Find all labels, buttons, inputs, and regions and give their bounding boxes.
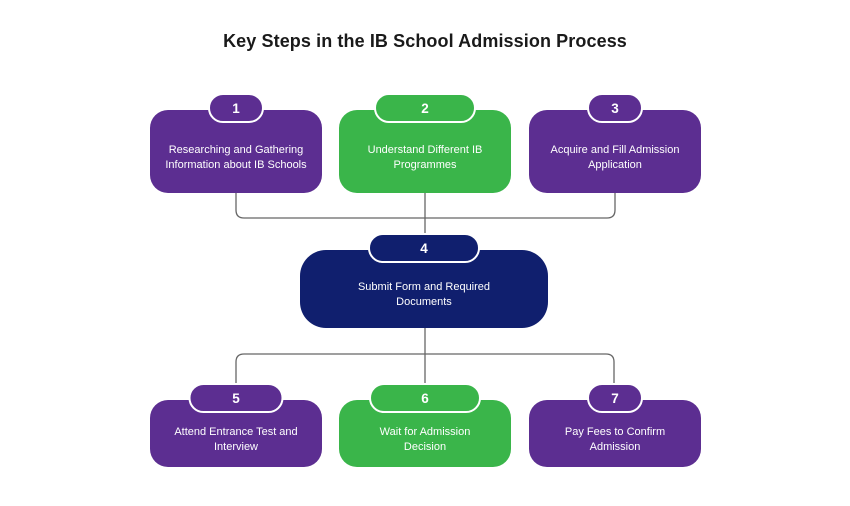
step-label: Acquire and Fill Admission Application [550,143,680,171]
step-node-4: 4 Submit Form and Required Documents [300,233,548,328]
step-label: Understand Different IB Programmes [367,143,483,171]
step-node-2: 2 Understand Different IB Programmes [339,93,511,193]
step-number-badge: 7 [587,383,643,413]
step-label: Submit Form and Required Documents [357,281,491,308]
step-node-1: 1 Researching and Gathering Information … [150,93,322,193]
step-node-3: 3 Acquire and Fill Admission Application [529,93,701,193]
page-title: Key Steps in the IB School Admission Pro… [223,31,627,51]
step-label: Researching and Gathering Information ab… [165,143,307,171]
step-number-badge: 4 [368,233,480,263]
step-node-7: 7 Pay Fees to Confirm Admission [529,383,701,467]
step-number-badge: 6 [369,383,481,413]
step-number-badge: 5 [188,383,284,413]
step-number-badge: 2 [374,93,476,123]
step-label: Wait for Admission Decision [379,425,471,453]
step-node-6: 6 Wait for Admission Decision [339,383,511,467]
step-number-badge: 1 [208,93,264,123]
step-node-5: 5 Attend Entrance Test and Interview [150,383,322,467]
step-number-badge: 3 [587,93,643,123]
step-label: Attend Entrance Test and Interview [174,425,298,453]
step-label: Pay Fees to Confirm Admission [564,425,666,453]
connector-top-bracket [235,193,616,219]
